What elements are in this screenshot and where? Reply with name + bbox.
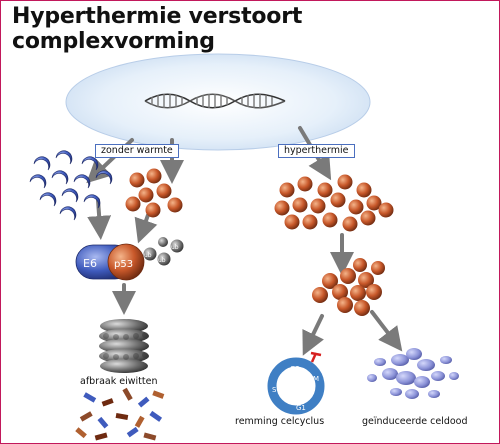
ubiquitin-icon xyxy=(157,252,171,266)
ubiquitin-icon xyxy=(143,247,157,261)
proteasome-icon xyxy=(99,319,149,373)
page-title: Hyperthermie verstoort complexvorming xyxy=(12,4,303,54)
label-cell-cycle-inhibition: remming celcyclus xyxy=(235,416,325,427)
phase-s: S xyxy=(272,386,277,394)
p53-text: p53 xyxy=(114,259,133,270)
e6-text: E6 xyxy=(83,257,97,270)
e6-protein xyxy=(73,174,91,189)
p53-protein xyxy=(145,202,161,218)
phase-g1: G1 xyxy=(296,404,306,412)
ub-text: ub xyxy=(171,244,179,251)
p53-proteins-right xyxy=(274,174,394,232)
ubiquitin-icon xyxy=(158,237,168,247)
e6-protein xyxy=(81,156,99,171)
p53-protein xyxy=(125,196,141,212)
arrow-to-cell-cycle xyxy=(302,314,325,356)
phase-m: M xyxy=(313,375,319,383)
nucleus-ellipse xyxy=(65,53,371,151)
label-without-heat: zonder warmte xyxy=(95,144,179,158)
p53-aggregate xyxy=(312,258,385,316)
ub-text: ub xyxy=(144,252,152,259)
e6-protein xyxy=(39,192,57,207)
arrows xyxy=(86,126,403,356)
p53-protein xyxy=(138,187,154,203)
label-protein-degradation: afbraak eiwitten xyxy=(80,376,158,387)
e6-protein xyxy=(83,194,101,209)
p53-shape xyxy=(107,243,145,281)
p53-protein xyxy=(146,168,162,184)
e6-protein xyxy=(51,170,69,185)
cell-cycle-ring xyxy=(267,357,325,415)
e6-protein xyxy=(55,150,73,165)
e6-protein xyxy=(29,174,47,189)
p53-protein xyxy=(129,172,145,188)
p53-proteins-left xyxy=(125,168,183,218)
label-induced-cell-death: geïnduceerde celdood xyxy=(362,416,468,427)
ubiquitin-icon xyxy=(170,239,184,253)
p53-protein xyxy=(167,197,183,213)
e6-p53-complex: E6 p53 ub ub ub xyxy=(75,237,184,281)
e6-protein xyxy=(61,188,79,203)
e6-proteins xyxy=(29,150,113,221)
e6-protein xyxy=(95,170,113,185)
phase-g2: G2 xyxy=(290,365,300,373)
dna-helix-icon xyxy=(144,93,286,109)
arrow-p53-to-complex xyxy=(134,213,158,244)
e6-protein xyxy=(33,156,51,171)
label-hyperthermia: hyperthermie xyxy=(278,144,355,158)
cell-cycle-diagram: G2 M S G1 xyxy=(267,351,325,415)
cell-death-icon xyxy=(367,348,459,399)
ub-text: ub xyxy=(158,257,166,264)
p53-protein xyxy=(156,183,172,199)
e6-protein xyxy=(59,206,77,221)
arrow-to-cell-death xyxy=(370,310,403,352)
peptide-fragments xyxy=(75,387,165,441)
